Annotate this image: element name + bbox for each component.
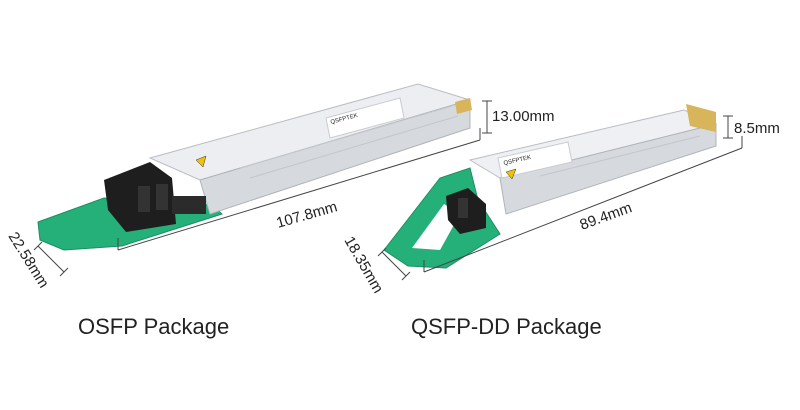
osfp-module: QSFPTEK bbox=[37, 83, 472, 251]
qsfp-dd-caption: QSFP-DD Package bbox=[411, 314, 602, 339]
qsfp-dd-body-side bbox=[499, 123, 717, 215]
qsfp-dd-length-label: 89.4mm bbox=[578, 199, 635, 234]
qsfp-dd-module: QSFPTEK bbox=[383, 104, 718, 269]
qsfp-dd-laser-warning-icon bbox=[505, 168, 517, 180]
qsfp-dd-width-label: 18.35mm bbox=[341, 234, 387, 297]
qsfp-dd-height-label: 8.5mm bbox=[734, 120, 780, 137]
osfp-gold-contacts bbox=[455, 98, 472, 114]
osfp-height-dimension: 13.00mm bbox=[482, 100, 555, 134]
osfp-laser-warning-icon bbox=[195, 155, 207, 168]
qsfp-dd-height-dimension: 8.5mm bbox=[723, 115, 780, 139]
osfp-caption: OSFP Package bbox=[78, 314, 230, 339]
osfp-length-label: 107.8mm bbox=[274, 198, 339, 232]
qsfp-dd-gold-contacts bbox=[686, 104, 716, 132]
qsfp-dd-label bbox=[497, 141, 573, 179]
osfp-height-label: 13.00mm bbox=[492, 108, 555, 125]
osfp-label bbox=[325, 97, 405, 139]
